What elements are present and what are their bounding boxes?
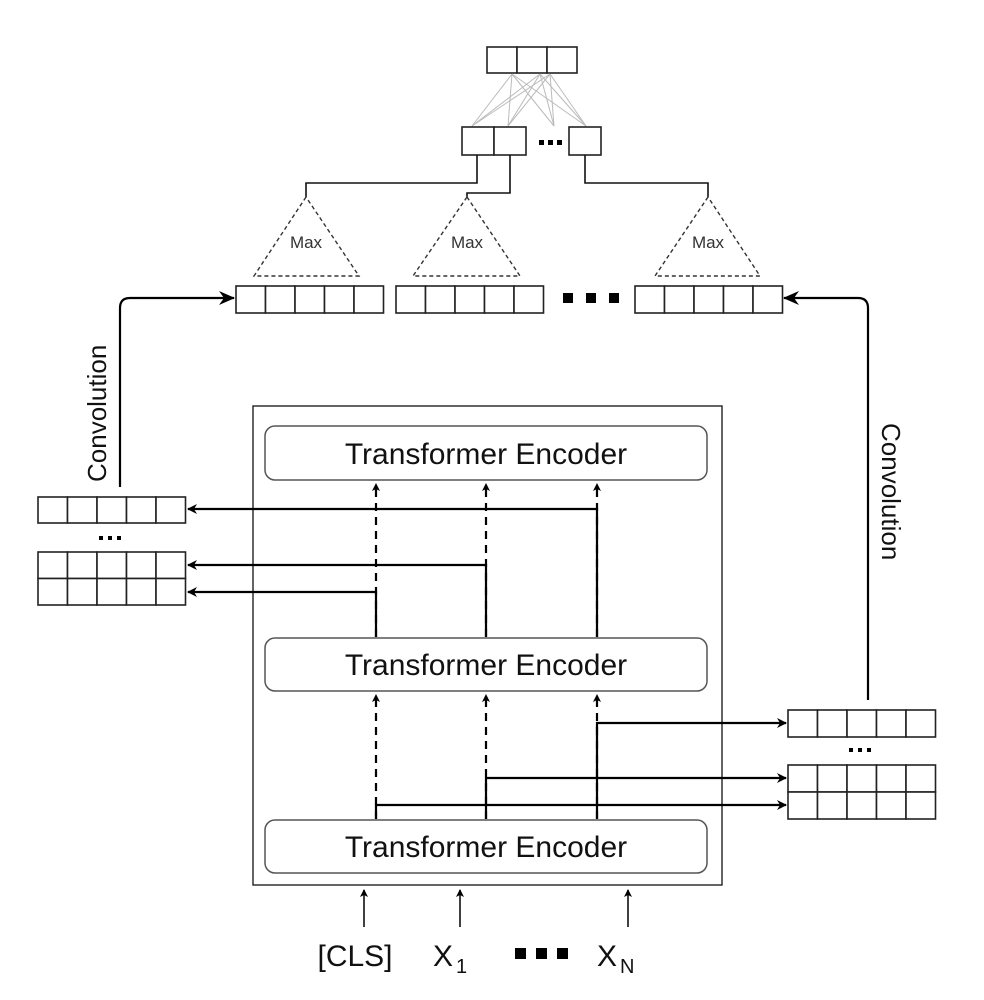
bert-container xyxy=(252,405,723,886)
hidden-output-arrow xyxy=(187,587,378,637)
ellipsis-dot xyxy=(557,140,562,145)
transformer-encoder-top: Transformer Encoder xyxy=(264,425,708,481)
output-vector xyxy=(486,46,578,74)
hidden-output-arrow xyxy=(187,560,488,637)
max-pool-3: Max xyxy=(653,195,762,277)
pool-connector-3 xyxy=(584,155,709,197)
convolution-arrow-right xyxy=(783,291,870,700)
input-label-xn: X N xyxy=(597,940,634,978)
svg-text:1: 1 xyxy=(456,956,467,978)
max-pool-1: Max xyxy=(252,195,361,277)
pool-connector-1 xyxy=(305,155,478,197)
max-label: Max xyxy=(290,233,323,252)
hidden-states-left-ellipsis xyxy=(99,536,121,540)
svg-text:N: N xyxy=(620,956,634,978)
svg-text:Transformer Encoder: Transformer Encoder xyxy=(345,438,627,471)
ellipsis-dot xyxy=(548,140,553,145)
input-label-x1: X 1 xyxy=(433,940,467,978)
hidden-states-right-top xyxy=(787,709,937,738)
convolution-label-right: Convolution xyxy=(876,423,906,560)
svg-text:Transformer Encoder: Transformer Encoder xyxy=(345,831,627,864)
hidden-states-right-bottom xyxy=(787,764,937,820)
transformer-encoder-middle: Transformer Encoder xyxy=(264,637,708,692)
input-ellipsis xyxy=(515,948,568,959)
fully-connected-lines xyxy=(471,73,587,127)
hidden-output-arrow xyxy=(484,773,787,819)
pooled-vector xyxy=(461,126,602,156)
feature-map-1 xyxy=(235,285,385,314)
feature-map-2 xyxy=(395,285,545,314)
svg-text:Transformer Encoder: Transformer Encoder xyxy=(345,649,627,682)
hidden-states-right-ellipsis xyxy=(849,748,871,752)
feature-map-ellipsis xyxy=(563,293,619,303)
hidden-states-left-bottom xyxy=(37,551,187,606)
svg-text:X: X xyxy=(597,940,617,973)
max-label: Max xyxy=(692,233,725,252)
hidden-output-arrow xyxy=(187,504,599,637)
hidden-output-arrow xyxy=(595,718,787,819)
input-label-cls: [CLS] xyxy=(317,940,392,973)
hidden-states-left-top xyxy=(37,496,187,524)
transformer-encoder-bottom: Transformer Encoder xyxy=(264,819,708,874)
feature-map-3 xyxy=(634,285,784,314)
pool-connector-2 xyxy=(466,155,511,197)
hidden-output-arrow xyxy=(374,800,787,819)
convolution-label-left: Convolution xyxy=(82,345,112,482)
ellipsis-dot xyxy=(539,140,544,145)
svg-text:X: X xyxy=(433,940,453,973)
max-label: Max xyxy=(451,233,484,252)
max-pool-2: Max xyxy=(411,195,522,277)
convolution-arrow-left xyxy=(118,291,235,487)
